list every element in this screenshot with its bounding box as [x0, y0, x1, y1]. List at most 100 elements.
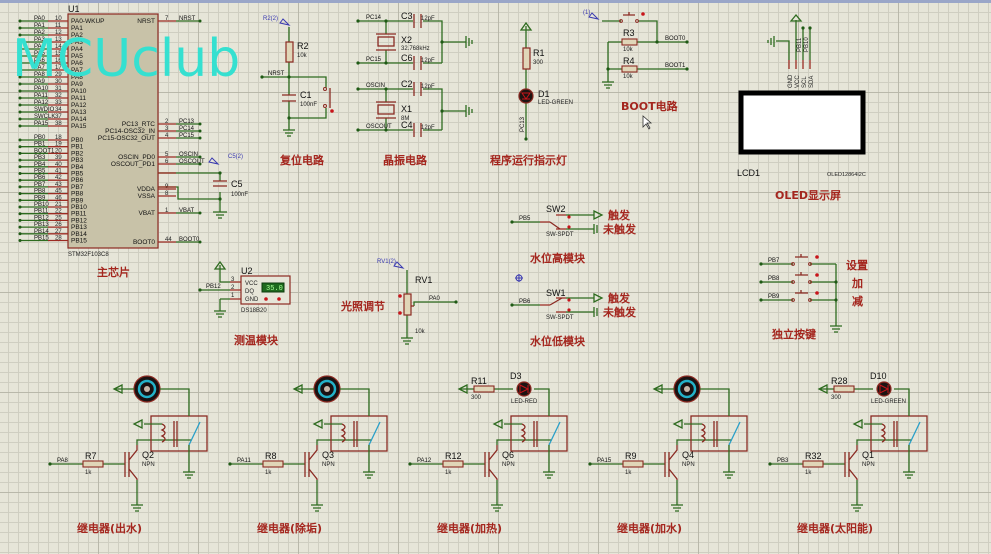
run-led-circuit[interactable]: R1 300 D1 LED-GREEN PC13	[518, 21, 573, 141]
mcu-pin-name: PA5	[71, 53, 83, 60]
mcu-pin-name: PB15	[71, 238, 87, 245]
oled-pin-gnd: GND	[788, 74, 794, 88]
mcu-net-label: PB10	[34, 202, 49, 208]
mcu-pin-number: 42	[55, 175, 62, 181]
transistor-ref: Q2	[142, 450, 154, 460]
transistor-ref: Q4	[682, 450, 694, 460]
boot-circuit[interactable]: (1) R3 10k R4 10k BOOT0 BOOT1	[583, 10, 689, 89]
mcu-pin-number: 11	[55, 23, 62, 29]
light-pot[interactable]: RV1(2) RV1 10k PA0	[377, 259, 458, 345]
rv1-ref: RV1	[415, 275, 432, 285]
c5-capacitor[interactable]: C5 100nF C5(2)	[158, 154, 248, 219]
oled-display[interactable]: GND VCC SCL SDA PB11 PB10 LCD1 OLED12864…	[737, 13, 866, 178]
mcu-net-label: PA5	[34, 51, 46, 57]
relay-resistor-value: 1k	[805, 470, 812, 476]
temp-module[interactable]: 35.0 U2 DS18B20 PB12 3 2 1 VCC DQ GND	[198, 260, 291, 318]
d1-ref: D1	[538, 89, 550, 99]
crystal-circuit[interactable]: PC14 PC15 OSCIN OSCOUT C3 12pF C6 12pF C…	[356, 11, 473, 137]
rv1-probe: RV1(2)	[377, 259, 396, 265]
section-title-mcu: 主芯片	[97, 265, 130, 279]
mcu-net-label: OSCOUT	[179, 159, 205, 165]
mcu-pin-name: VBAT	[139, 210, 156, 217]
relay-resistor-ref: R7	[85, 451, 97, 461]
mcu-pin-name: PA7	[71, 67, 83, 74]
transistor-type: NPN	[682, 462, 695, 468]
mcu-pin-number: 1	[165, 208, 169, 214]
mcu-net-label: PB4	[34, 162, 46, 168]
mcu-pin-name: PB13	[71, 224, 87, 231]
mcu-pin-number: 21	[55, 202, 62, 208]
reset-circuit[interactable]: R2(2) R2 10k NRST C1 100nF	[260, 16, 334, 137]
mcu-pin-number: 4	[165, 133, 169, 139]
mcu-ref: U1	[68, 4, 80, 14]
r3-ref: R3	[623, 28, 635, 38]
run-led-net: PC13	[520, 116, 526, 132]
water-low-switch[interactable]: SW1 SW-SPDT PB6 触发 未触发	[510, 288, 637, 321]
c6-ref: C6	[401, 53, 413, 63]
mcu-net-label: PC14	[179, 126, 195, 132]
relay-net-label: PA15	[597, 458, 612, 464]
key-function-label: 设置	[846, 258, 868, 272]
window-top-border	[0, 0, 991, 3]
boot-probe: (1)	[583, 10, 590, 16]
u2-pin-name: GND	[245, 297, 259, 303]
mcu-net-label: PB13	[34, 222, 49, 228]
water-high-switch[interactable]: SW2 SW-SPDT PB5 触发 未触发	[510, 204, 637, 238]
mcu-body[interactable]	[67, 13, 159, 249]
mcu-pin-name: PB2	[71, 150, 84, 157]
r2-ref: R2	[297, 41, 309, 51]
mcu-pin-number: 19	[55, 142, 62, 148]
